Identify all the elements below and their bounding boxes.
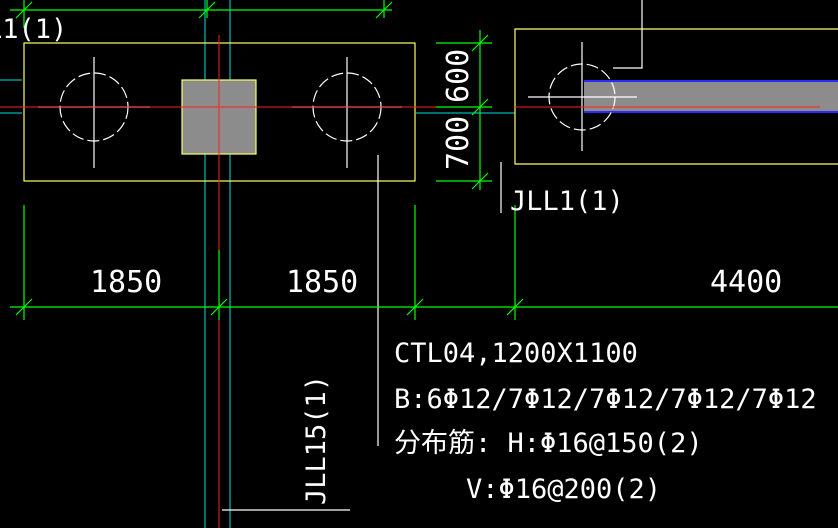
dim-vert-tick-bottom: [471, 172, 489, 190]
note-distribution-h: 分布筋: H:Φ16@150(2): [394, 428, 703, 459]
dim-top-tick-left: [15, 1, 33, 19]
note-cap-spec: CTL04,1200X1100: [394, 338, 638, 369]
label-top-left-partial: L1(1): [0, 14, 67, 45]
pile-left: [38, 57, 150, 168]
dim-top-tick-mid: [198, 1, 216, 19]
dim-label-left-span: 1850: [90, 265, 162, 300]
pile-right: [528, 42, 637, 151]
leader-top-right: [613, 0, 643, 69]
dim-tick-mid: [210, 298, 228, 316]
label-beam-jll15: JLL15(1): [301, 375, 332, 505]
dim-vert-tick-mid: [471, 98, 489, 116]
dim-label-600: 600: [441, 49, 476, 103]
pile-middle: [292, 57, 402, 168]
label-beam-jll1: JLL1(1): [510, 186, 624, 217]
dim-vert-tick-top: [471, 34, 489, 52]
dim-tick-right: [406, 298, 424, 316]
dim-top-tick-right: [375, 1, 393, 19]
leader-lines: [222, 0, 643, 511]
dim-tick-left: [15, 298, 33, 316]
dim-label-mid-span: 1850: [286, 265, 358, 300]
pile-cap-right-outline: [514, 28, 838, 165]
dim-label-right-span: 4400: [710, 265, 782, 300]
note-bottom-rebar: B:6Φ12/7Φ12/7Φ12/7Φ12/7Φ12: [394, 384, 817, 415]
note-distribution-v: V:Φ16@200(2): [466, 474, 661, 505]
dimension-lines: [10, 0, 838, 320]
dim-label-700: 700: [441, 116, 476, 170]
dim-tick-far-right: [506, 298, 524, 316]
